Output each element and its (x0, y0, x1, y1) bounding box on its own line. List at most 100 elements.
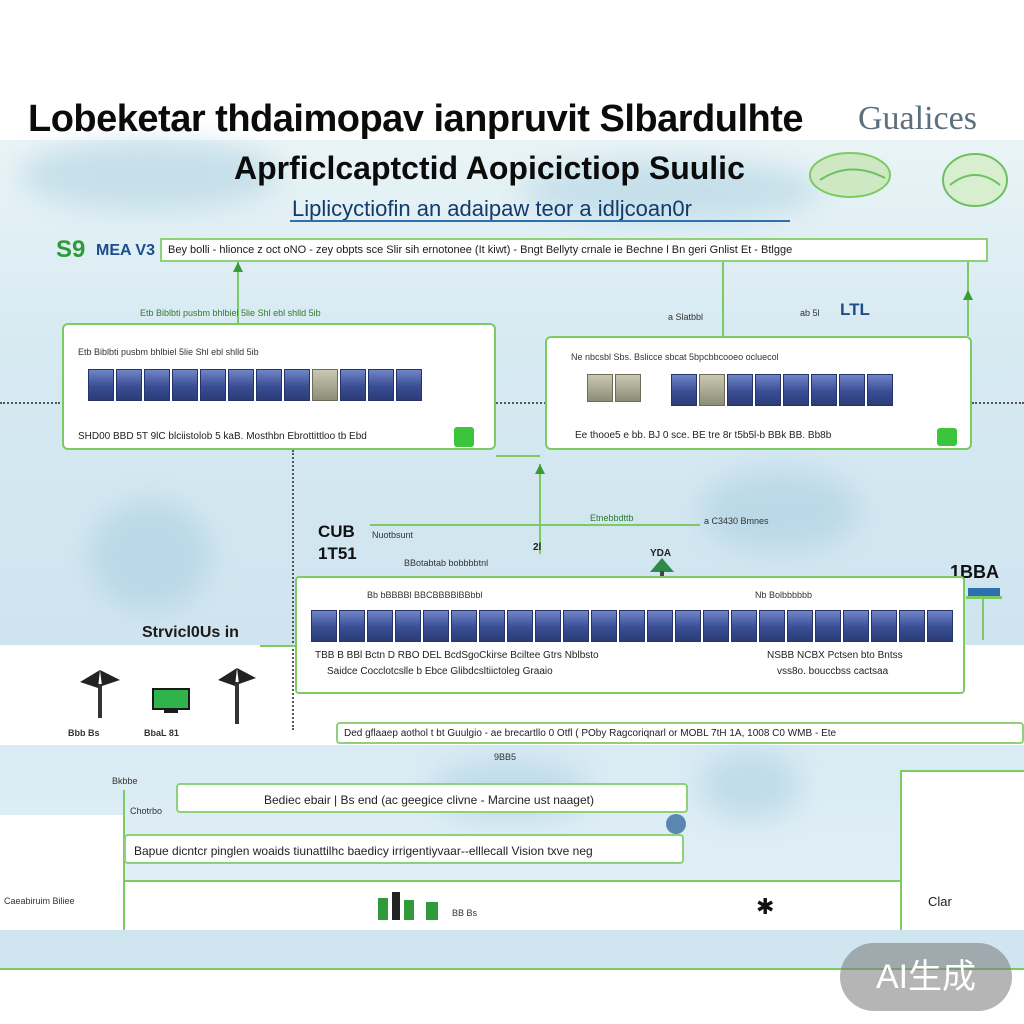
solar-cell (839, 374, 865, 406)
cub-note: Nuotbsunt (372, 530, 414, 540)
left-bottom-label: Caeabiruim Biliee (4, 896, 75, 906)
solar-panel-row (88, 369, 422, 401)
lower-box-2-text: Bapue dicntcr pinglen woaids tiunattilhc… (134, 844, 593, 858)
tagline-underline (290, 220, 790, 222)
diagram-tagline: Liplicyctiofin an adaipaw teor a idljcoa… (292, 196, 692, 221)
background-blot (700, 750, 800, 820)
right-card-corner-small: ab 5l (800, 308, 820, 318)
connector-line (496, 455, 540, 457)
dotted-guide (0, 402, 60, 404)
white-panel-middle (125, 880, 900, 930)
arrow-label: Etnebbdttb (590, 513, 634, 523)
solar-cell (899, 610, 925, 642)
service-label: Strvicl0Us in (142, 624, 239, 641)
lower-box-1-small: Chotrbo (130, 806, 163, 816)
white-panel-left (0, 815, 125, 930)
solar-cell (815, 610, 841, 642)
solar-cell (144, 369, 170, 401)
solar-cell (755, 374, 781, 406)
right-card-corner-label: LTL (840, 300, 870, 319)
solar-panel-row (311, 610, 953, 642)
divider-line (0, 968, 1024, 970)
left-card-description: SHD00 BBD 5T 9lC blciistolob 5 kaB. Most… (78, 431, 367, 442)
wind-turbine-icon (70, 660, 130, 720)
right-card-side-note: a Slatbbl (668, 312, 704, 322)
solar-cell (284, 369, 310, 401)
yda-label: YDA (650, 548, 672, 559)
solar-cell (396, 369, 422, 401)
dotted-guide-vertical (292, 450, 294, 730)
left-card-top-note: Etb Biblbti pusbm bhlbiel 5lie Shl ebl s… (140, 308, 321, 318)
solar-cell (671, 374, 697, 406)
background-blot (520, 160, 820, 220)
right-process-card[interactable]: Ne nbcsbl Sbs. Bslicce sbcat 5bpcbbcooeo… (545, 336, 972, 450)
solar-cell (200, 369, 226, 401)
wind-turbine-icon (212, 660, 262, 726)
diagram-title: Lobeketar thdaimopav ianpruvit Slbardulh… (28, 98, 804, 140)
solar-cell (507, 610, 533, 642)
connector-line (370, 524, 700, 526)
solar-cell (311, 610, 337, 642)
right-bottom-label: Clar (928, 894, 952, 909)
lower-box-2[interactable]: Bapue dicntcr pinglen woaids tiunattilhc… (124, 834, 684, 864)
solar-cell (479, 610, 505, 642)
background-blot (90, 500, 210, 610)
ai-generated-watermark: AI生成 (840, 943, 1012, 1011)
band-note: 9BB5 (494, 752, 517, 762)
solar-cell (535, 610, 561, 642)
solar-cell (811, 374, 837, 406)
solar-cell (451, 610, 477, 642)
solar-cell (787, 610, 813, 642)
solar-cell (368, 369, 394, 401)
left-card-action-button[interactable] (454, 427, 474, 447)
solar-cell (88, 369, 114, 401)
left-process-card[interactable]: Etb Biblbti pusbm bhlbiel 5lie Shl ebl s… (62, 323, 496, 450)
solar-cell (367, 610, 393, 642)
it51-label: 1T51 (318, 544, 357, 563)
dotted-guide (972, 402, 1024, 404)
farm-icon (376, 888, 446, 920)
bottom-process-card[interactable]: Bb bBBBBl BBCBBBBlBBbbl Nb Bolbbbbbb TBB… (295, 576, 965, 694)
solar-cell (703, 610, 729, 642)
bottom-card-line-2: Saidce Cocclotcslle b Ebce Glibdcsltiict… (327, 666, 553, 677)
arrow-label-2: a C3430 Bmnes (704, 516, 769, 526)
solar-cell (339, 610, 365, 642)
solar-cell (615, 374, 641, 402)
solar-cell (927, 610, 953, 642)
solar-cell (256, 369, 282, 401)
monitor-icon (152, 688, 190, 714)
sensor-icon (964, 586, 1004, 600)
solar-cell (172, 369, 198, 401)
bottom-card-line-1-right: NSBB NCBX Pctsen bto Bntss (767, 650, 903, 661)
connector-line (982, 590, 984, 640)
center-bottom-label: BB Bs (452, 908, 478, 918)
farm-label-2: BbaL 81 (144, 728, 179, 738)
mid-label: 2l (533, 542, 542, 553)
data-flow-band[interactable]: Ded gflaaep aothol t bt Guulgio - ae bre… (336, 722, 1024, 744)
background-blot (20, 140, 280, 210)
mid-note: BBotabtab bobbbbtnl (404, 558, 489, 568)
solar-cell (591, 610, 617, 642)
right-card-action-button[interactable] (937, 428, 957, 446)
shield-icon (664, 812, 688, 836)
left-card-caption: Etb Biblbti pusbm bhlbiel 5lie Shl ebl s… (78, 347, 259, 357)
solar-cell (619, 610, 645, 642)
lower-corner-note: Bkbbe (112, 776, 138, 786)
bottom-card-caption-left: Bb bBBBBl BBCBBBBlBBbbl (367, 590, 483, 600)
gear-icon: ✱ (756, 894, 775, 919)
solar-cell (783, 374, 809, 406)
top-flow-bar[interactable]: Bey bolli - hlionce z oct oNO - zey obpt… (160, 238, 988, 262)
diagram-subtitle: Aprficlcaptctid Aopicictiop Suulic (234, 150, 745, 186)
solar-cell (867, 374, 893, 406)
white-panel-right (900, 770, 1024, 930)
topbar-badge: S9 (56, 236, 86, 263)
data-flow-text: Ded gflaaep aothol t bt Guulgio - ae bre… (344, 728, 837, 739)
lower-box-1[interactable]: Bediec ebair | Bs end (ac geegice clivne… (176, 783, 688, 813)
solar-cell (312, 369, 338, 401)
solar-cell (228, 369, 254, 401)
solar-cell (675, 610, 701, 642)
solar-cell (587, 374, 613, 402)
right-card-caption: Ne nbcsbl Sbs. Bslicce sbcat 5bpcbbcooeo… (571, 352, 779, 362)
cub-label: CUB (318, 522, 355, 541)
arrow-up-icon (963, 290, 973, 300)
